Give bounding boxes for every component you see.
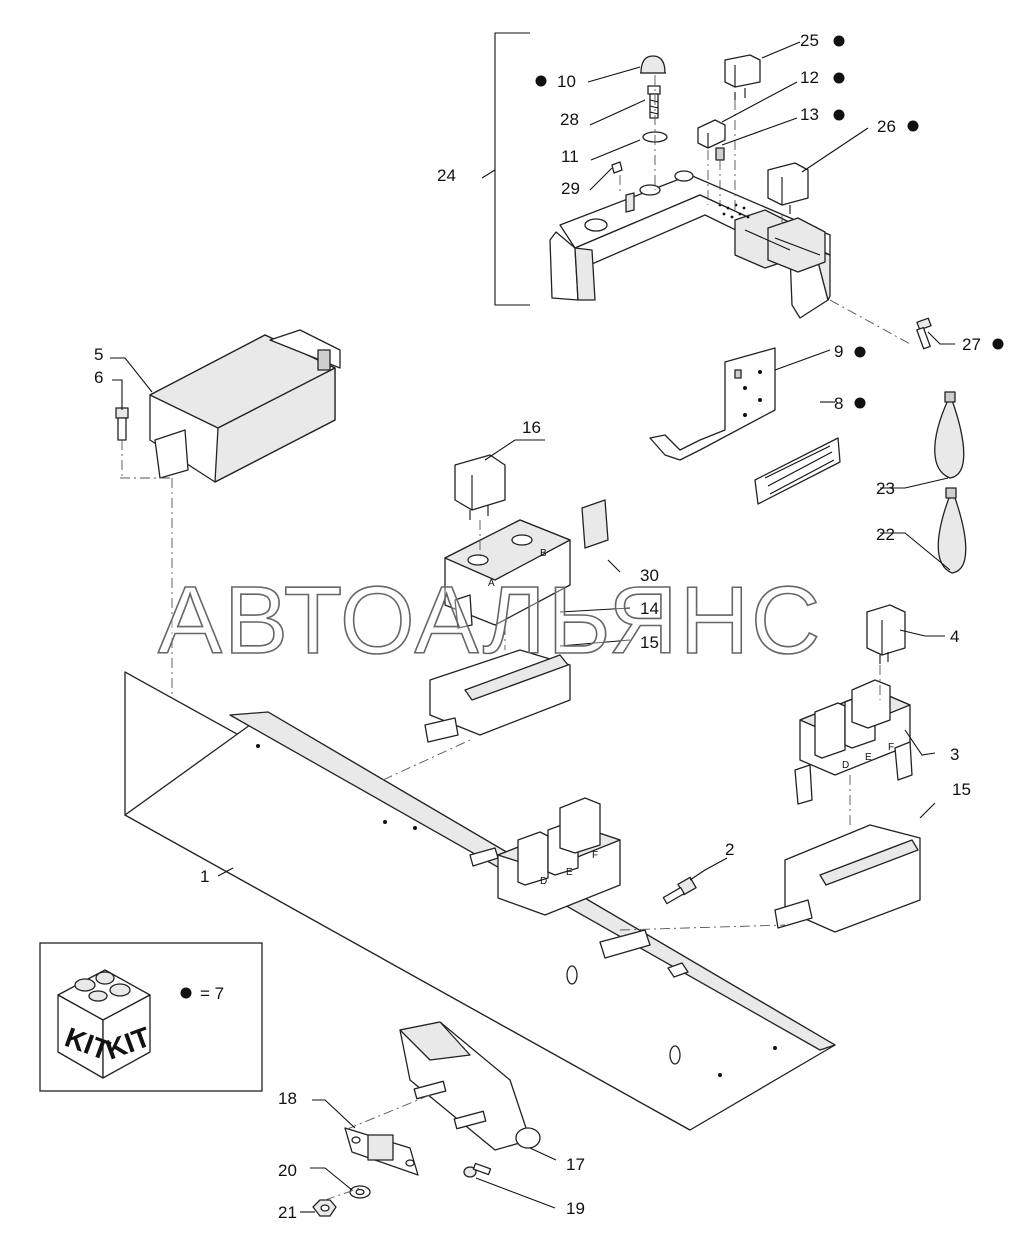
callout-2: 2 xyxy=(725,840,734,859)
screw-2 xyxy=(662,876,697,905)
kit-marker-dots xyxy=(535,35,1004,409)
kit-dot-10 xyxy=(535,75,547,87)
fuse-holder-15-left xyxy=(424,649,571,743)
callout-6: 6 xyxy=(94,368,103,387)
kit-dot-12 xyxy=(833,72,845,84)
bracket-letter-a: A xyxy=(488,578,495,589)
screw-19 xyxy=(463,1162,492,1178)
kit-box-icon: KIT KIT xyxy=(57,969,154,1079)
callout-27: 27 xyxy=(962,335,981,354)
callout-leaders xyxy=(110,41,955,1213)
screw-27 xyxy=(916,317,932,350)
callout-16: 16 xyxy=(522,418,541,437)
kit-dot-8 xyxy=(854,397,866,409)
bracket-letter-d-right: D xyxy=(842,760,849,771)
bracket-letter-e: E xyxy=(566,867,573,878)
callout-4: 4 xyxy=(950,627,959,646)
kit-dot-25 xyxy=(833,35,845,47)
callout-labels: 1 2 3 4 5 6 8 9 10 11 12 13 14 15 15 16 … xyxy=(94,31,981,1222)
callout-12: 12 xyxy=(800,68,819,87)
callout-19: 19 xyxy=(566,1199,585,1218)
callout-24: 24 xyxy=(437,166,456,185)
callout-3: 3 xyxy=(950,745,959,764)
kit-legend-text: = 7 xyxy=(200,984,224,1003)
callout-21: 21 xyxy=(278,1203,297,1222)
callout-18: 18 xyxy=(278,1089,297,1108)
cap-10 xyxy=(640,55,666,74)
bracket-letter-d: D xyxy=(540,876,547,887)
relay-base-14: A B xyxy=(444,519,571,629)
callout-13: 13 xyxy=(800,105,819,124)
cable-tie-22 xyxy=(937,487,967,574)
callout-15-left: 15 xyxy=(640,633,659,652)
callout-5: 5 xyxy=(94,345,103,364)
callout-22: 22 xyxy=(876,525,895,544)
washer-20 xyxy=(349,1185,371,1199)
callout-25: 25 xyxy=(800,31,819,50)
fuse-holder-17 xyxy=(399,1021,541,1151)
holder-assembly-24 xyxy=(481,32,831,319)
relay-box-on-bracket: D E F xyxy=(497,797,621,916)
label-8 xyxy=(754,437,841,505)
kit-dot-27 xyxy=(992,338,1004,350)
relay-16 xyxy=(454,454,506,520)
bracket-letter-f: F xyxy=(592,850,598,861)
fuse-holder-15-right xyxy=(774,824,921,933)
fuse-13 xyxy=(715,147,725,161)
label-30 xyxy=(581,499,609,549)
fuse-12 xyxy=(697,119,726,149)
callout-30: 30 xyxy=(640,566,659,585)
kit-dot-13 xyxy=(833,109,845,121)
screw-6 xyxy=(115,407,129,441)
callout-11: 11 xyxy=(561,147,579,166)
bracket-letter-b: B xyxy=(540,548,547,559)
kit-dot-9 xyxy=(854,346,866,358)
relay-box-3: D E F xyxy=(794,679,913,805)
callout-9: 9 xyxy=(834,342,843,361)
kit-dot-26 xyxy=(907,120,919,132)
callout-8: 8 xyxy=(834,394,843,413)
relay-4 xyxy=(866,604,906,664)
kit-legend-dot xyxy=(180,987,192,999)
callout-23: 23 xyxy=(876,479,895,498)
screw-28 xyxy=(647,85,661,119)
callout-26: 26 xyxy=(877,117,896,136)
callout-15-right: 15 xyxy=(952,780,971,799)
assembly-center-lines xyxy=(120,75,913,1201)
callout-20: 20 xyxy=(278,1161,297,1180)
bracket-letter-f-right: F xyxy=(888,742,894,753)
callout-14: 14 xyxy=(640,599,659,618)
relay-25 xyxy=(724,54,761,100)
bracket-letter-e-right: E xyxy=(865,752,872,763)
watermark-text: АВТОАЛЬЯНС xyxy=(158,567,822,674)
clip-29 xyxy=(611,161,635,213)
control-module-5 xyxy=(149,329,341,483)
callout-29: 29 xyxy=(561,179,580,198)
plate-9 xyxy=(649,347,776,461)
callout-1: 1 xyxy=(200,867,209,886)
fuse-18 xyxy=(344,1127,419,1176)
callout-28: 28 xyxy=(560,110,579,129)
callout-17: 17 xyxy=(566,1155,585,1174)
callout-10: 10 xyxy=(557,72,576,91)
relay-26 xyxy=(767,162,809,214)
cable-tie-23 xyxy=(934,391,965,479)
nut-21 xyxy=(312,1199,337,1217)
kit-legend: KIT KIT = 7 xyxy=(39,942,263,1092)
